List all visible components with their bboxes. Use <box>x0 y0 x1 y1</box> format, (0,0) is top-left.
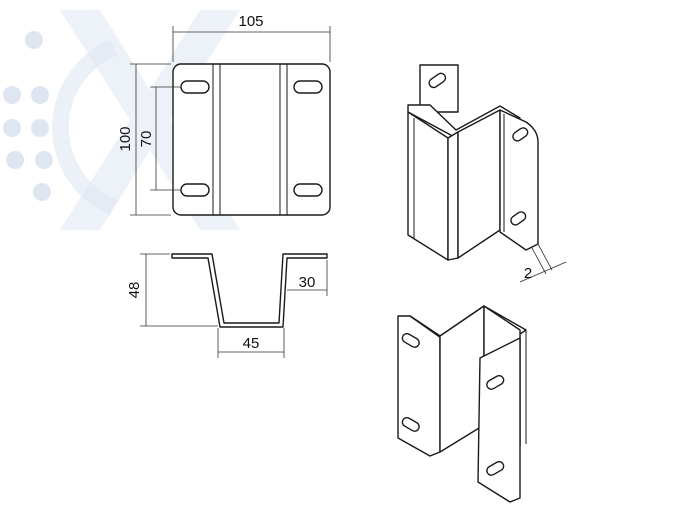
dimension-thickness: 2 <box>519 243 567 283</box>
isometric-view-rear <box>397 305 527 503</box>
dim-label-top-width: 105 <box>238 13 263 30</box>
dimension-flange-width: 30 <box>287 260 328 296</box>
profile-view <box>171 253 328 328</box>
dimension-channel-width: 45 <box>217 328 285 358</box>
isometric-view-front <box>407 64 539 261</box>
dim-label-total-height: 100 <box>117 126 134 151</box>
dim-label-slot-spacing: 70 <box>138 131 155 148</box>
dimension-top-width: 105 <box>172 13 331 62</box>
slot-bottom-right <box>293 183 323 197</box>
dimension-profile-height: 48 <box>126 253 218 327</box>
dim-label-flange-width: 30 <box>299 274 316 291</box>
dim-label-channel-width: 45 <box>243 335 260 352</box>
dim-label-thickness: 2 <box>524 265 532 282</box>
slot-top-right <box>293 80 323 94</box>
top-view <box>172 63 331 216</box>
dimension-total-height: 100 <box>117 63 171 216</box>
slot-bottom-left <box>180 183 210 197</box>
dimension-slot-spacing: 70 <box>138 86 181 191</box>
dim-label-profile-height: 48 <box>126 282 143 299</box>
slot-top-left <box>180 80 210 94</box>
profile-outline <box>171 253 328 328</box>
plate-outline <box>172 63 331 216</box>
